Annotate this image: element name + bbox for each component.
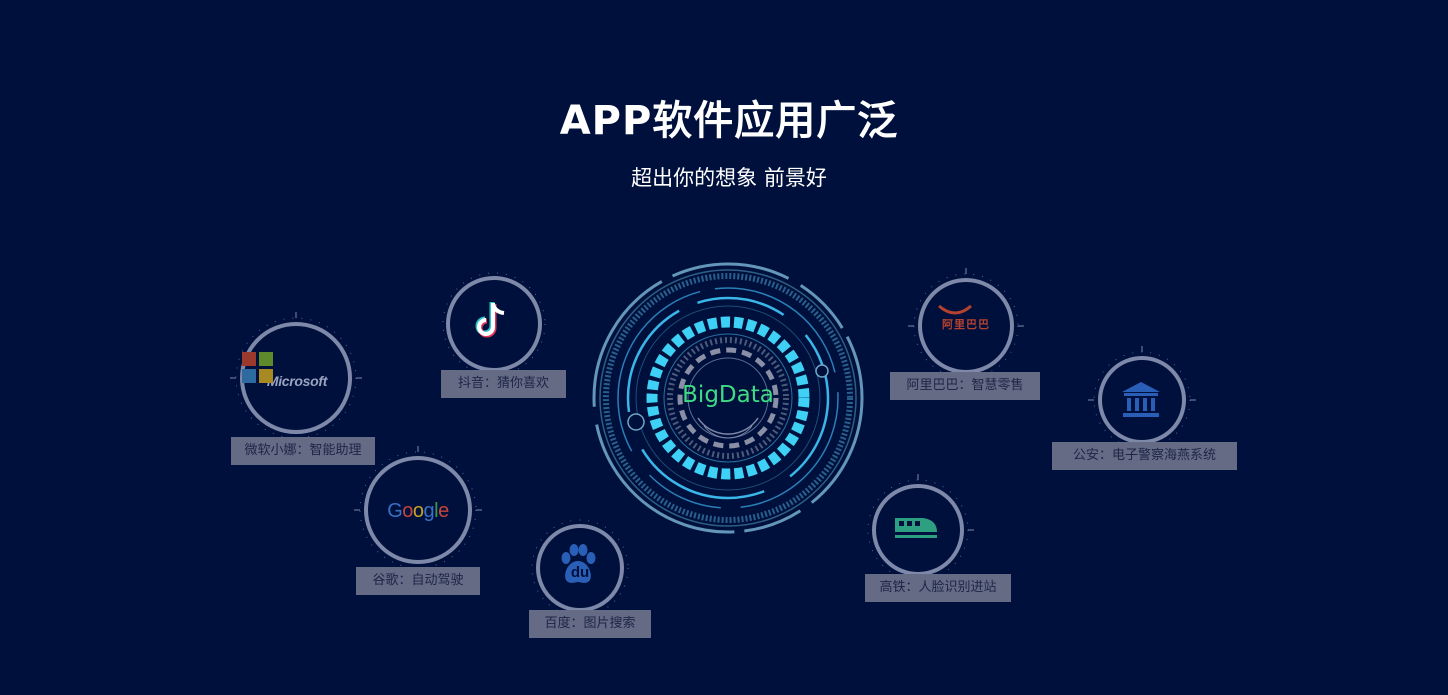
windows-squares-icon (242, 352, 273, 383)
bigdata-hub: BigData (588, 255, 868, 540)
douyin-logo (474, 300, 514, 346)
google-letter-o1: o (402, 499, 413, 522)
gaotie-logo (893, 512, 943, 546)
page-title: APP软件应用广泛 (559, 98, 899, 144)
tiktok-note-icon (475, 302, 505, 338)
alibaba-wordmark: 阿里巴巴 (942, 318, 990, 331)
alibaba-logo: 阿里巴巴 (936, 302, 996, 346)
alibaba-smile-icon (938, 304, 972, 315)
google-letter-e: e (438, 499, 449, 522)
app-node-alibaba[interactable]: 阿里巴巴 阿里巴巴：智慧零售 (890, 268, 1045, 405)
gaotie-label: 高铁：人脸识别进站 (865, 574, 1011, 602)
google-letter-o2: o (412, 499, 424, 522)
microsoft-logo: Microsoft (242, 352, 352, 410)
google-label: 谷歌：自动驾驶 (356, 567, 480, 595)
baidu-du-text: du (570, 564, 590, 581)
google-letter-l: l (434, 499, 439, 522)
app-node-douyin[interactable]: 抖音：猜你喜欢 (440, 270, 570, 400)
baidu-logo: du (558, 544, 602, 590)
app-node-baidu[interactable]: du 百度：图片搜索 (528, 518, 658, 643)
google-letter-g2: g (423, 499, 435, 522)
page-subtitle: 超出你的想象 前景好 (631, 166, 827, 190)
bullet-train-icon (895, 518, 937, 538)
baidu-paw-icon (561, 544, 596, 583)
app-node-gaotie[interactable]: 高铁：人脸识别进站 (865, 474, 1015, 606)
bigdata-label: BigData (682, 382, 774, 408)
alibaba-label: 阿里巴巴：智慧零售 (890, 372, 1040, 400)
government-building-icon (1122, 382, 1160, 417)
microsoft-label: 微软小娜：智能助理 (231, 437, 375, 465)
douyin-label: 抖音：猜你喜欢 (441, 370, 566, 398)
app-node-microsoft[interactable]: Microsoft 微软小娜：智能助理 (230, 312, 375, 474)
police-label: 公安：电子警察海燕系统 (1052, 442, 1237, 470)
baidu-label: 百度：图片搜索 (529, 610, 651, 638)
police-logo (1120, 380, 1164, 422)
bigdata-hub-rings (592, 262, 864, 534)
google-letter-g: G (387, 499, 403, 522)
app-node-police[interactable]: 公安：电子警察海燕系统 (1052, 346, 1242, 475)
microsoft-wordmark: Microsoft (266, 373, 328, 389)
